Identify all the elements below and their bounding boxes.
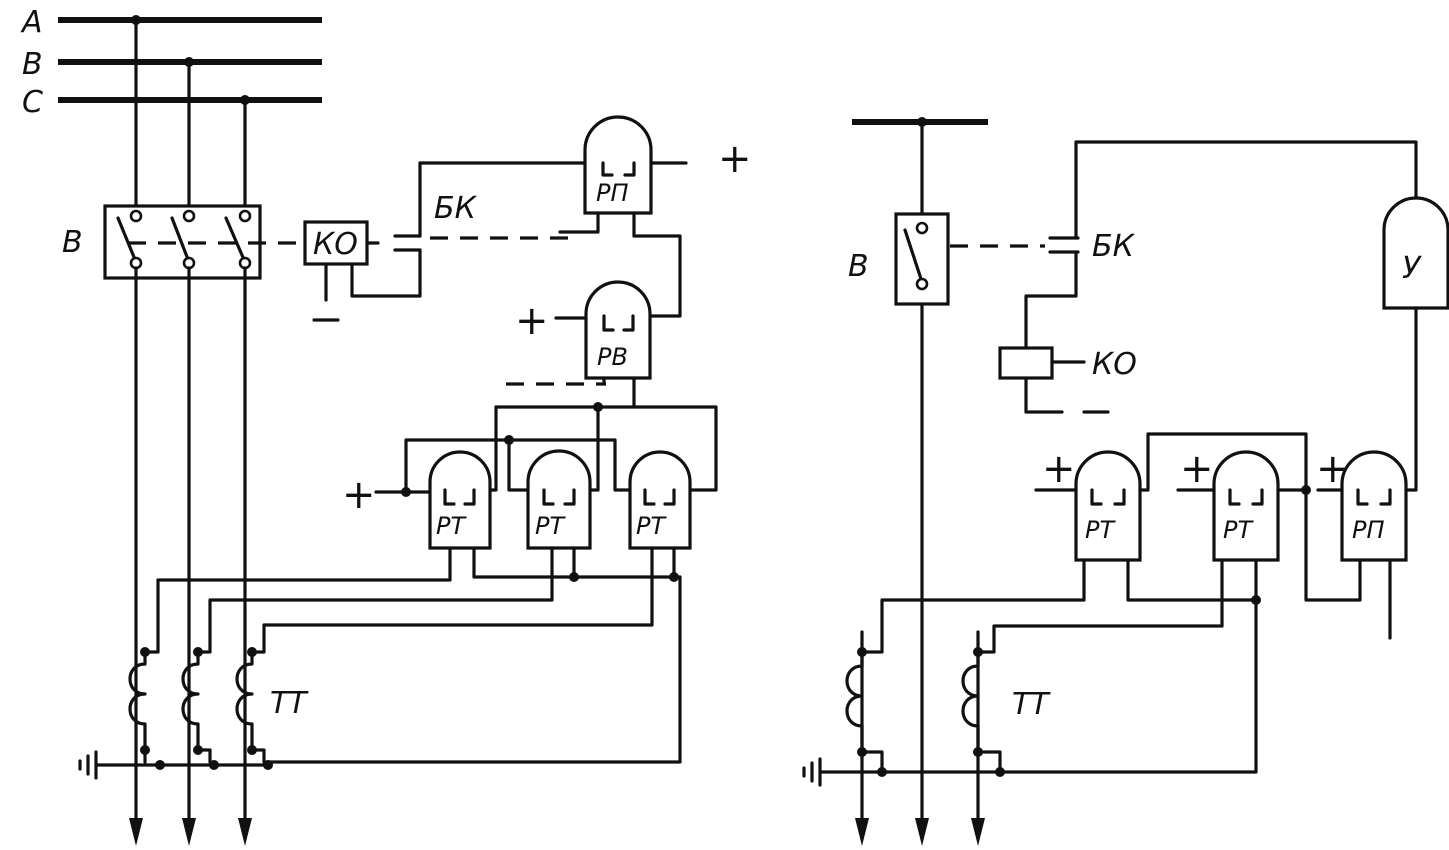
plus-sign: + [515,298,549,344]
label-relay-rp: РП [596,179,629,207]
current-relay-2: РТ [526,449,592,550]
plus-sign: + [1180,446,1214,492]
wire [250,546,654,654]
junction-dot [209,760,219,770]
plus-sign: + [1042,446,1076,492]
label-relay-rt-r2: РТ [1223,516,1254,544]
label-phase-c: C [22,85,43,120]
current-transformers-right [845,647,983,757]
label-trip-coil: КО [313,227,358,262]
current-relay-r1: РТ [1074,450,1142,562]
label-relay-rt-2: РТ [535,512,566,540]
ground-icon [78,750,98,780]
wire [976,558,1224,654]
wire [143,546,452,654]
junction-dot [240,95,250,105]
wire [266,575,682,764]
label-relay-signal: У [1402,251,1422,286]
wire [558,211,600,234]
plus-sign: + [342,472,376,518]
label-phase-a: A [20,5,43,40]
ground-icon [802,757,822,787]
arrow-down-icon [129,818,143,846]
trip-coil-box [998,346,1054,380]
wire [860,558,1086,654]
arrow-down-icon [182,818,196,846]
wire [1074,140,1418,240]
plus-sign: + [1316,446,1350,492]
junction-dot [155,760,165,770]
label-relay-rv: РВ [597,343,628,371]
breaker-terminal [915,221,929,235]
arrow-down-icon [971,818,985,846]
right-diagram: В БК КО У РТ + [802,117,1449,846]
left-diagram: A B C В КО [20,5,752,846]
junction-dot [184,57,194,67]
relay-contact [601,161,614,177]
current-relay-3: РТ [628,450,692,550]
breaker-terminal [915,277,929,291]
current-transformers-left [128,647,257,755]
current-relay-1: РТ [428,450,492,550]
relay-rp-right: РП [1340,450,1408,562]
junction-dot [263,760,273,770]
junction-dot [877,767,887,777]
wire [1146,432,1308,490]
arrow-down-icon [855,818,869,846]
wire [494,405,718,492]
wire [976,750,1002,774]
wire [860,750,884,774]
wire [250,748,266,764]
wire [1126,558,1258,602]
wire [472,546,682,579]
wire [998,558,1258,774]
label-current-transformers: ТТ [1012,687,1051,722]
wire [1304,488,1362,602]
label-aux-contact: БК [434,191,478,226]
label-relay-rt-1: РТ [436,512,467,540]
relay-contact [602,314,615,332]
label-current-transformers: ТТ [270,686,309,721]
junction-dot [401,487,411,497]
breaker-contacts [116,209,252,270]
relay-contact [622,314,635,332]
current-relay-r2: РТ [1212,450,1280,562]
relay-contact [623,161,636,177]
relay-rp [583,115,653,215]
label-relay-rp-right: РП [1352,516,1385,544]
arrow-down-icon [238,818,252,846]
label-breaker: В [848,249,869,284]
junction-dot [131,15,141,25]
wire [1024,250,1078,350]
wire [350,248,422,298]
wire [507,438,530,492]
wire [196,748,212,764]
relay-signal [1382,196,1449,310]
label-relay-rt-r1: РТ [1085,516,1116,544]
wire [1024,376,1064,414]
breaker-contact [903,228,924,284]
relay-rv [584,280,652,380]
label-breaker: В [62,225,83,260]
plus-sign: + [718,136,752,182]
arrow-down-icon [915,818,929,846]
label-trip-coil: КО [1092,347,1137,382]
wire [196,546,554,654]
label-aux-contact: БК [1092,229,1136,264]
wire [404,438,632,492]
wire [632,211,682,318]
label-relay-rt-3: РТ [636,512,667,540]
label-phase-b: B [22,47,43,82]
junction-dot [995,767,1005,777]
